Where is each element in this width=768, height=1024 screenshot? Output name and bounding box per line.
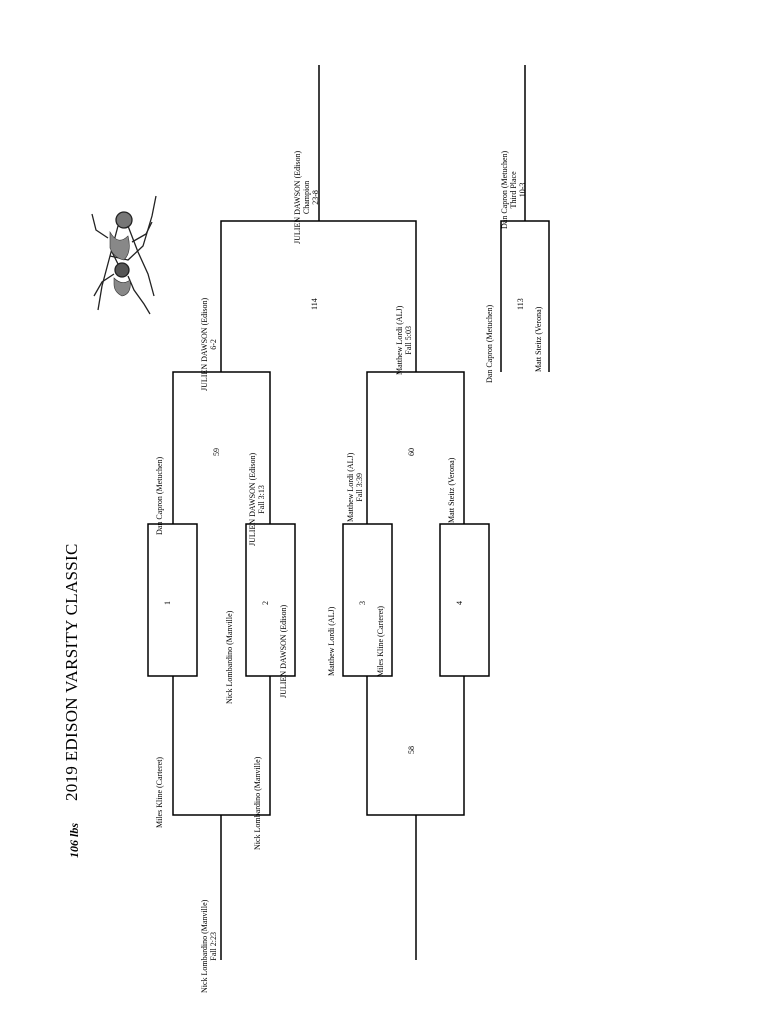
bout-113-number: 113 — [516, 298, 525, 310]
bout-3-bottom-wrestler: Miles Kline (Carteret) — [376, 605, 385, 677]
bout-59-number: 59 — [212, 448, 221, 456]
bout-1-box — [147, 523, 198, 677]
bout-114-number: 114 — [310, 298, 319, 310]
bout-114-top-wrestler: JULIEN DAWSON (Edison) 6-2 — [200, 297, 218, 391]
bout-4-number: 4 — [455, 601, 464, 605]
bout-2-number: 2 — [261, 601, 270, 605]
consolation-bottom-wrestler: Nick Lombardino (Manville) — [253, 756, 262, 850]
tournament-title: 2019 EDISON VARSITY CLASSIC — [61, 543, 81, 801]
weight-class: 106 lbs — [67, 822, 81, 858]
bout-113-bottom-wrestler: Matt Steitz (Verona) — [534, 306, 543, 372]
bout-4-box — [439, 523, 490, 677]
bout-60-bottom-wrestler: Matt Steitz (Verona) — [447, 457, 456, 523]
bout-60-top-wrestler: Matthew Lordi (ALJ) Fall 3:39 — [346, 452, 364, 522]
champion-label: JULIEN DAWSON (Edison) Champion 23-8 — [292, 150, 320, 244]
bout-1-number: 1 — [163, 601, 172, 605]
bout-1-bottom-wrestler: Dan Capron (Metuchen) — [155, 456, 164, 535]
bout-60-number: 60 — [407, 448, 416, 456]
bout-3-top-wrestler: Matthew Lordi (ALJ) — [327, 606, 336, 676]
bout-2-bottom-wrestler: JULIEN DAWSON (Edison) — [279, 604, 288, 698]
consolation-winner: Nick Lombardino (Manville) Fall 2:23 — [200, 899, 218, 993]
wrestlers-illustration-icon — [91, 195, 157, 315]
bout-113-top-wrestler: Dan Capron (Metuchen) — [485, 304, 494, 383]
bout-2-top-wrestler: Nick Lombardino (Manville) — [225, 610, 234, 704]
bout-1-top-wrestler: Miles Kline (Carteret) — [155, 756, 164, 828]
bout-114-bottom-wrestler: Matthew Lordi (ALJ) Fall 5:03 — [395, 305, 413, 375]
third-place-label: Dan Capron (Metuchen) Third Place 10-3 — [499, 150, 527, 229]
bout-58-number: 58 — [407, 746, 416, 754]
bout-59-bottom-wrestler: JULIEN DAWSON (Edison) Fall 3:13 — [248, 452, 266, 546]
bout-3-number: 3 — [358, 601, 367, 605]
